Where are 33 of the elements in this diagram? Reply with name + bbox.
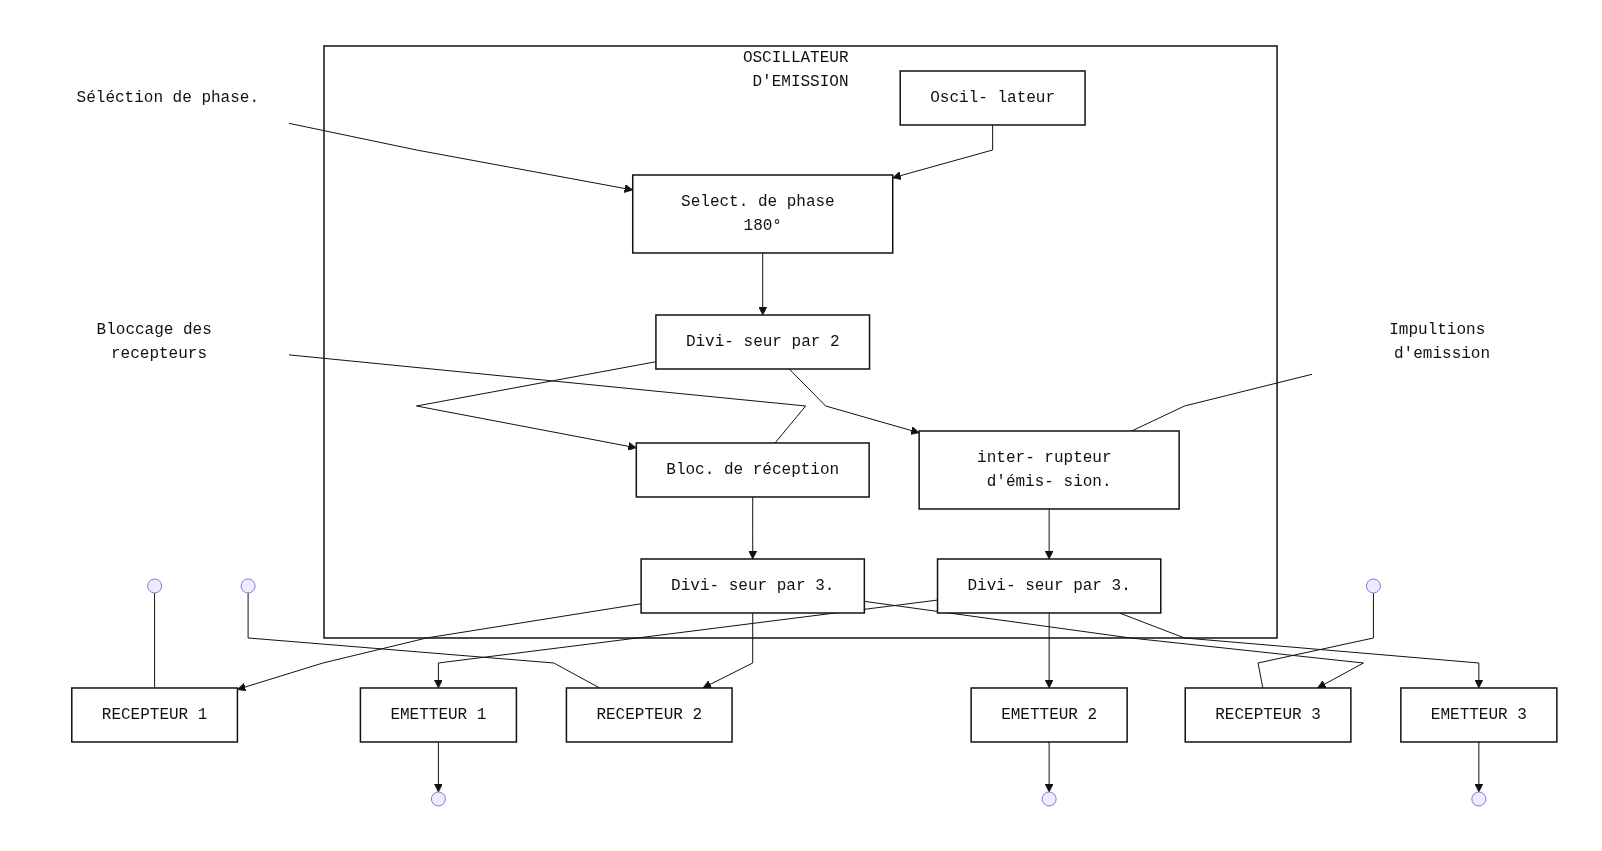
- node-box: RECEPTEUR 3: [1184, 686, 1353, 743]
- node-box: EMETTEUR 3: [1400, 686, 1559, 743]
- node-box: inter- rupteur d'émis- sion.: [918, 429, 1181, 510]
- arrow: [758, 252, 768, 315]
- node-box: Divi- seur par 3.: [640, 557, 866, 614]
- node-box: EMETTEUR 1: [360, 686, 518, 743]
- connector: [289, 353, 807, 443]
- arrow: [864, 600, 1365, 688]
- arrow: [434, 741, 444, 792]
- arrow: [1045, 612, 1054, 688]
- arrow: [748, 496, 758, 559]
- connector: [154, 592, 156, 688]
- node-box: Bloc. de réception: [636, 441, 871, 498]
- node-box: RECEPTEUR 2: [566, 686, 734, 743]
- arrow: [416, 360, 657, 451]
- arrow: [1119, 612, 1484, 688]
- node-box: RECEPTEUR 1: [71, 686, 239, 743]
- node-box: Oscil- lateur: [899, 69, 1087, 126]
- arrow: [1045, 508, 1054, 559]
- node-box: Select. de phase 180°: [632, 173, 894, 254]
- node-box: EMETTEUR 2: [970, 686, 1129, 743]
- arrow: [1045, 741, 1054, 792]
- node-box: Divi- seur par 2: [655, 313, 871, 370]
- node-text: Bloccage des recepteurs: [97, 320, 213, 363]
- node-box: Divi- seur par 3.: [937, 557, 1162, 614]
- arrow: [789, 368, 920, 435]
- arrow: [1474, 741, 1484, 792]
- connector: [1258, 592, 1375, 688]
- node-text: Impultions d'emission: [1389, 320, 1491, 363]
- arrow: [703, 612, 754, 688]
- node-text: Séléction de phase.: [77, 88, 260, 107]
- arrow: [892, 124, 994, 180]
- arrow: [289, 122, 634, 193]
